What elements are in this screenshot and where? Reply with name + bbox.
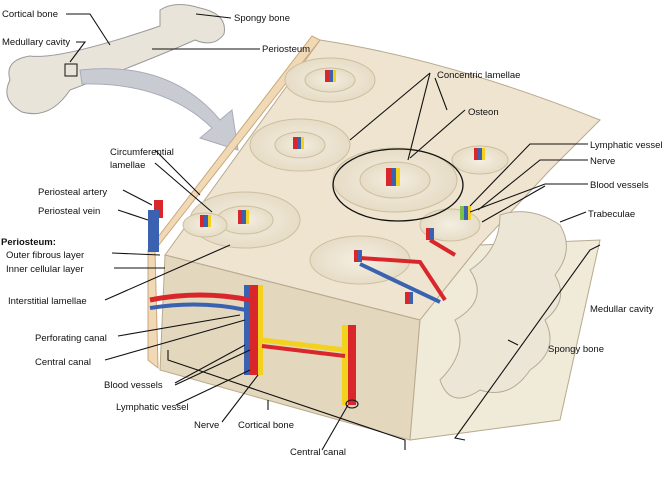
label-nerve: Nerve bbox=[590, 156, 615, 167]
label-lymphatic-vessel: Lymphatic vessel bbox=[590, 140, 663, 151]
label-inner-cellular: Inner cellular layer bbox=[6, 264, 84, 275]
label-periosteal-artery: Periosteal artery bbox=[38, 187, 107, 198]
label-blood-vessels: Blood vessels bbox=[590, 180, 649, 191]
leader-lines bbox=[66, 13, 601, 451]
label-medullary-cavity: Medullary cavity bbox=[2, 37, 70, 48]
label-trabeculae: Trabeculae bbox=[588, 209, 635, 220]
label-cortical-bone-bottom: Cortical bone bbox=[238, 420, 294, 431]
label-osteon: Osteon bbox=[468, 107, 499, 118]
spongy-bone-trabeculae bbox=[439, 211, 567, 399]
label-periosteum: Periosteum bbox=[262, 44, 310, 55]
osteon-canals bbox=[200, 70, 485, 304]
label-cortical-bone: Cortical bone bbox=[2, 9, 58, 20]
label-spongy-bone: Spongy bone bbox=[234, 13, 290, 24]
zoom-arrow-icon bbox=[79, 68, 239, 151]
label-central-canal-bottom: Central canal bbox=[290, 447, 346, 458]
label-outer-fibrous: Outer fibrous layer bbox=[6, 250, 84, 261]
label-nerve-bottom: Nerve bbox=[194, 420, 219, 431]
label-medullar-cavity: Medullar cavity bbox=[590, 304, 654, 315]
label-concentric-lamellae: Concentric lamellae bbox=[437, 70, 520, 81]
vessels bbox=[148, 70, 485, 405]
label-lymphatic-vessel-left: Lymphatic vessel bbox=[116, 402, 189, 413]
label-interstitial-lamellae: Interstitial lamellae bbox=[8, 296, 87, 307]
label-spongy-bone-right: Spongy bone bbox=[548, 344, 604, 355]
label-central-canal: Central canal bbox=[35, 357, 91, 368]
label-periosteal-vein: Periosteal vein bbox=[38, 206, 100, 217]
label-circumferential-2: lamellae bbox=[110, 160, 145, 171]
label-perforating-canal: Perforating canal bbox=[35, 333, 107, 344]
label-circumferential: Circumferential bbox=[110, 147, 174, 158]
label-periosteum-heading: Periosteum: bbox=[1, 237, 56, 248]
labels: Cortical bone Medullary cavity Spongy bo… bbox=[1, 9, 663, 458]
label-blood-vessels-left: Blood vessels bbox=[104, 380, 163, 391]
